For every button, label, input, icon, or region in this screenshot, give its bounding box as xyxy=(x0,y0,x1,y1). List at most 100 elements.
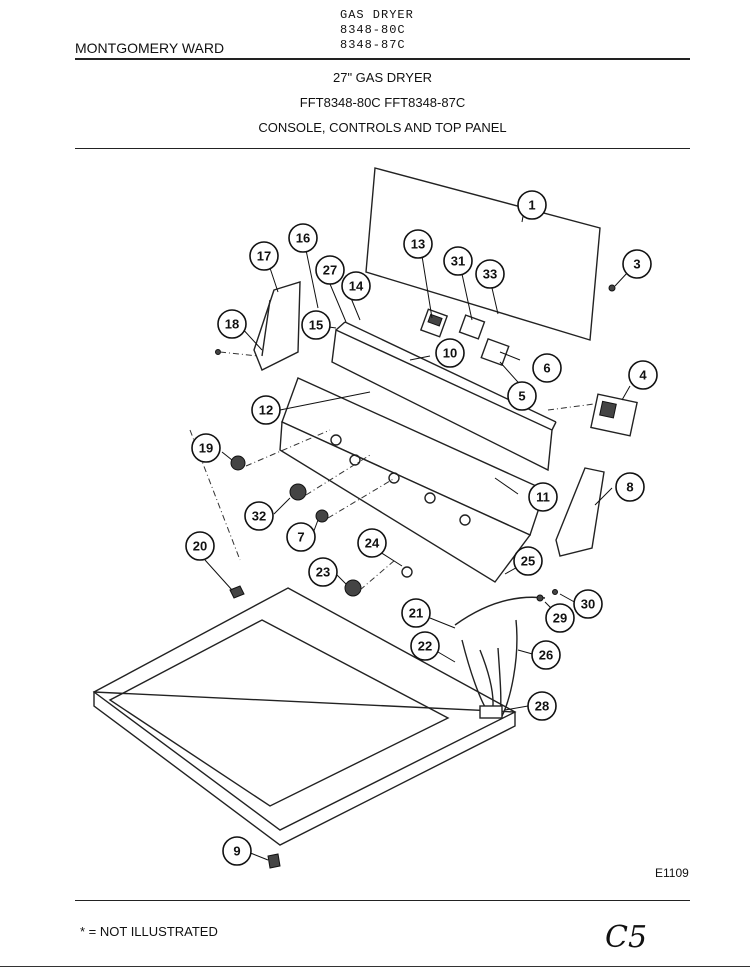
callout-27: 27 xyxy=(315,255,345,285)
callout-6: 6 xyxy=(532,353,562,383)
footnote: * = NOT ILLUSTRATED xyxy=(80,924,218,939)
assembly-line xyxy=(219,351,259,357)
bracket-edge xyxy=(335,321,346,331)
callout-5: 5 xyxy=(507,381,537,411)
svg-text:25: 25 xyxy=(521,554,535,569)
svg-text:29: 29 xyxy=(553,611,567,626)
console-front xyxy=(279,420,532,583)
clip xyxy=(229,585,245,599)
console-knob-holes xyxy=(330,434,471,526)
top-panel-inset xyxy=(108,619,450,807)
svg-text:21: 21 xyxy=(409,606,423,621)
bracket-edge xyxy=(551,421,557,431)
knob xyxy=(344,579,362,597)
terminal-block xyxy=(479,705,503,719)
callout-11: 11 xyxy=(528,482,558,512)
callout-25: 25 xyxy=(513,546,543,576)
screw xyxy=(608,284,616,292)
section-title: CONSOLE, CONTROLS AND TOP PANEL xyxy=(258,120,507,135)
callout-12: 12 xyxy=(251,395,281,425)
svg-text:19: 19 xyxy=(199,441,213,456)
svg-text:30: 30 xyxy=(581,597,595,612)
callout-9: 9 xyxy=(222,836,252,866)
callout-24: 24 xyxy=(357,528,387,558)
end-cap-edge xyxy=(261,299,271,357)
svg-text:32: 32 xyxy=(252,509,266,524)
assembly-line xyxy=(189,429,396,591)
model-title: GAS DRYER xyxy=(340,8,414,22)
part-numbers: FFT8348-80C FFT8348-87C xyxy=(299,95,466,110)
callout-4: 4 xyxy=(628,360,658,390)
callout-13: 13 xyxy=(403,229,433,259)
screw xyxy=(552,589,558,595)
svg-text:12: 12 xyxy=(259,403,273,418)
callout-15: 15 xyxy=(301,310,331,340)
callout-30: 30 xyxy=(573,589,603,619)
timer-face xyxy=(599,400,617,419)
knob xyxy=(315,509,329,523)
assembly-line xyxy=(547,403,595,411)
screw xyxy=(536,594,544,602)
callout-10: 10 xyxy=(435,338,465,368)
callout-17: 17 xyxy=(249,241,279,271)
switch xyxy=(480,337,510,367)
clip xyxy=(267,853,281,869)
svg-text:7: 7 xyxy=(297,530,304,545)
right-end-cap xyxy=(555,467,605,557)
callout-7: 7 xyxy=(286,522,316,552)
top-panel-rim xyxy=(93,691,516,846)
top-panel xyxy=(92,587,517,831)
svg-text:27: 27 xyxy=(323,263,337,278)
callout-20: 20 xyxy=(185,531,215,561)
callout-33: 33 xyxy=(475,259,505,289)
svg-text:20: 20 xyxy=(193,539,207,554)
svg-text:6: 6 xyxy=(543,361,550,376)
svg-text:15: 15 xyxy=(309,318,323,333)
callout-29: 29 xyxy=(545,603,575,633)
brand-name: MONTGOMERY WARD xyxy=(75,40,225,56)
callout-23: 23 xyxy=(308,557,338,587)
svg-text:16: 16 xyxy=(296,231,310,246)
svg-text:9: 9 xyxy=(233,844,240,859)
back-panel xyxy=(365,167,601,341)
wire-harness xyxy=(454,596,546,717)
knob xyxy=(230,455,246,471)
callout-21: 21 xyxy=(401,598,431,628)
callout-22: 22 xyxy=(410,631,440,661)
left-end-cap xyxy=(253,281,301,371)
svg-text:5: 5 xyxy=(518,389,525,404)
exploded-parts-diagram: 1 3 4 5 6 7 8 9 10 11 12 13 14 15 16 17 … xyxy=(92,167,658,869)
drawing-code: E1109 xyxy=(655,866,689,880)
svg-text:11: 11 xyxy=(536,490,550,505)
callout-32: 32 xyxy=(244,501,274,531)
callout-28: 28 xyxy=(527,691,557,721)
callout-16: 16 xyxy=(288,223,318,253)
switch xyxy=(458,314,486,340)
model-number: 8348-87C xyxy=(340,38,406,52)
callout-18: 18 xyxy=(217,309,247,339)
callout-26: 26 xyxy=(531,640,561,670)
title-rule xyxy=(75,148,690,149)
callout-31: 31 xyxy=(443,246,473,276)
svg-text:31: 31 xyxy=(451,254,465,269)
leader-line xyxy=(614,271,629,287)
svg-text:26: 26 xyxy=(539,648,553,663)
header-rule xyxy=(75,58,690,60)
svg-text:28: 28 xyxy=(535,699,549,714)
svg-text:13: 13 xyxy=(411,237,425,252)
svg-text:10: 10 xyxy=(443,346,457,361)
callout-8: 8 xyxy=(615,472,645,502)
svg-text:17: 17 xyxy=(257,249,271,264)
bottom-rule xyxy=(0,966,750,967)
svg-text:18: 18 xyxy=(225,317,239,332)
callout-14: 14 xyxy=(341,271,371,301)
spring-clip xyxy=(401,566,413,578)
svg-text:14: 14 xyxy=(349,279,364,294)
svg-text:23: 23 xyxy=(316,565,330,580)
control-bracket xyxy=(331,328,553,472)
page-title: 27" GAS DRYER xyxy=(332,70,433,85)
svg-text:1: 1 xyxy=(528,198,535,213)
svg-text:8: 8 xyxy=(626,480,633,495)
footer-rule xyxy=(75,900,690,901)
model-number: 8348-80C xyxy=(340,23,406,37)
